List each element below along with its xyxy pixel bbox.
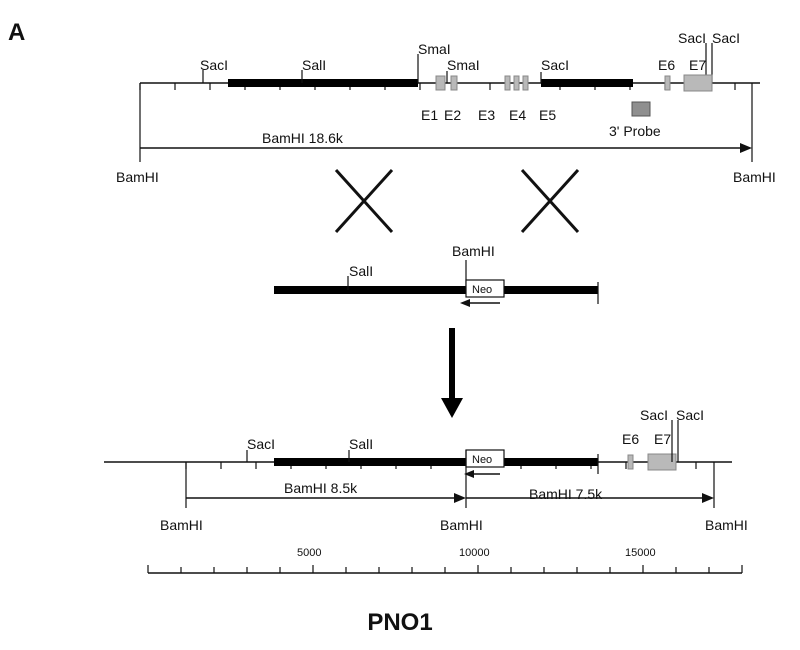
wt-label-e2: E2 — [444, 107, 461, 123]
wt-site-saci-2: SacI — [541, 57, 569, 73]
wt-site-smai-1: SmaI — [418, 41, 451, 57]
wildtype-locus: SacI SalI SmaI SmaI SacI SacI SacI E1 E2… — [116, 30, 776, 185]
wt-exon-e1 — [435, 75, 446, 91]
wt-site-saci-4: SacI — [712, 30, 740, 46]
wt-bamhi-right: BamHI — [733, 169, 776, 185]
wt-fragment-label: BamHI 18.6k — [262, 130, 344, 146]
wt-bamhi-left: BamHI — [116, 169, 159, 185]
crossover-marks — [334, 168, 580, 234]
mut-label-e7: E7 — [654, 431, 671, 447]
mut-5-arm — [274, 458, 466, 466]
mut-site-saci-3: SacI — [676, 407, 704, 423]
wt-5-homology-arm — [228, 79, 418, 87]
wt-exon-e4c — [522, 75, 529, 91]
vector-neo-label: Neo — [472, 284, 492, 296]
wt-site-sali: SalI — [302, 57, 326, 73]
wt-exon-e2 — [450, 75, 458, 91]
mut-bamhi-right: BamHI — [705, 517, 748, 533]
mutant-locus: SacI SalI Neo E6 E7 SacI SacI BamHI 8.5k… — [104, 407, 748, 533]
scale-label-10000: 10000 — [459, 547, 490, 559]
wt-exon-e4a — [504, 75, 511, 91]
wt-exon-e4b — [513, 75, 520, 91]
vector-5-arm — [274, 286, 466, 294]
wt-label-e6: E6 — [658, 57, 675, 73]
wt-label-e7: E7 — [689, 57, 706, 73]
wt-label-e5: E5 — [539, 107, 556, 123]
wt-label-e3: E3 — [478, 107, 495, 123]
arrowhead-icon — [702, 493, 714, 503]
mut-exon-e7 — [647, 453, 677, 471]
mut-site-saci-2: SacI — [640, 407, 668, 423]
wt-exon-e6 — [664, 75, 671, 91]
vector-site-sali: SalI — [349, 263, 373, 279]
neo-direction-arrow-icon — [460, 299, 470, 307]
mut-fragment-right-label: BamHI 7.5k — [529, 486, 603, 502]
figure-title: PNO1 — [367, 609, 432, 636]
scale-bar: 5000 10000 15000 — [147, 547, 743, 574]
vector-site-bamhi: BamHI — [452, 243, 495, 259]
recombination-arrow — [441, 328, 463, 418]
mut-bamhi-left: BamHI — [160, 517, 203, 533]
mut-bamhi-mid: BamHI — [440, 517, 483, 533]
arrowhead-icon — [454, 493, 466, 503]
mut-label-e6: E6 — [622, 431, 639, 447]
mut-exon-e6 — [627, 454, 634, 470]
mut-fragment-left-label: BamHI 8.5k — [284, 480, 358, 496]
arrowhead-icon — [740, 143, 752, 153]
mut-3-arm — [504, 458, 598, 466]
probe-box — [631, 101, 651, 117]
scale-label-15000: 15000 — [625, 547, 656, 559]
wt-label-e1: E1 — [421, 107, 438, 123]
wt-exon-e7 — [683, 74, 713, 92]
panel-label: A — [8, 19, 25, 46]
mut-site-sali: SalI — [349, 436, 373, 452]
targeting-vector: SalI BamHI Neo — [274, 243, 599, 307]
mut-neo-label: Neo — [472, 454, 492, 466]
wt-site-saci-1: SacI — [200, 57, 228, 73]
down-arrow-icon — [441, 398, 463, 418]
mut-neo-arrow-icon — [464, 470, 474, 478]
scale-label-5000: 5000 — [297, 547, 321, 559]
vector-neo-cassette — [465, 279, 505, 298]
probe-label: 3' Probe — [609, 123, 661, 139]
wt-site-saci-3: SacI — [678, 30, 706, 46]
mut-site-saci-1: SacI — [247, 436, 275, 452]
wt-label-e4: E4 — [509, 107, 526, 123]
wt-3-homology-arm — [541, 79, 633, 87]
wt-site-smai-2: SmaI — [447, 57, 480, 73]
vector-3-arm — [504, 286, 598, 294]
